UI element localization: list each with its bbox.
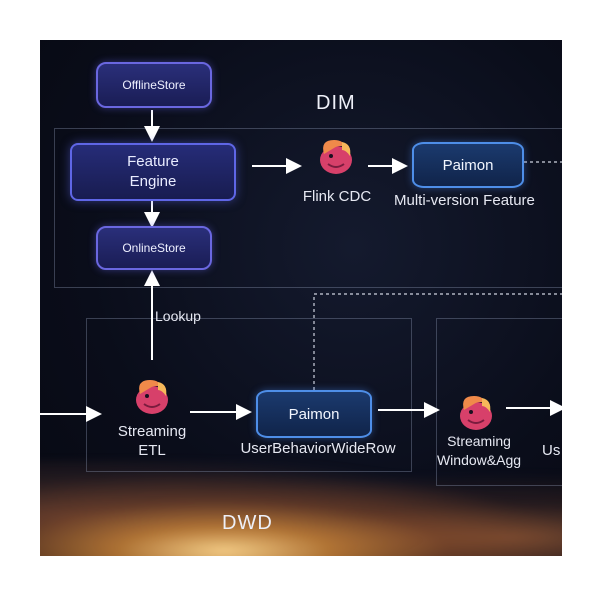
flink-squirrel-icon (136, 380, 168, 414)
feature-engine-line1: Feature (127, 153, 179, 170)
streaming-agg-label: Streaming Window&Agg (424, 432, 534, 470)
streaming-etl-label: Streaming ETL (104, 422, 200, 460)
offline-store-node: OfflineStore (96, 62, 212, 108)
dim-layer-title: DIM (316, 92, 356, 114)
flink-squirrel-icon (460, 396, 492, 430)
truncated-right-label: Us (542, 442, 561, 459)
dwd-layer-title: DWD (222, 512, 273, 534)
feature-engine-line2: Engine (129, 173, 177, 190)
background-glow (40, 460, 562, 556)
connector-layer (40, 110, 562, 422)
dwd-etl-box (86, 318, 412, 472)
lookup-label: Lookup (155, 308, 201, 324)
diagram-canvas: DIM DWD OfflineStore Feature Engine Onli… (40, 40, 562, 556)
feature-engine-node: Feature Engine (70, 143, 236, 201)
streaming-etl-line2: ETL (138, 442, 166, 459)
streaming-etl-line1: Streaming (117, 423, 187, 440)
paimon-dim-node: Paimon (412, 142, 524, 188)
dim-layer-box (54, 128, 562, 288)
paimon-dwd-caption: UserBehaviorWideRow (240, 440, 396, 457)
flink-cdc-label: Flink CDC (302, 188, 372, 205)
paimon-dim-caption: Multi-version Feature (394, 192, 535, 209)
online-store-node: OnlineStore (96, 226, 212, 270)
paimon-dwd-node: Paimon (256, 390, 372, 438)
dashed-paimon-up (313, 293, 562, 390)
flink-squirrel-icon (320, 140, 352, 174)
streaming-agg-line1: Streaming (447, 433, 511, 449)
streaming-agg-line2: Window&Agg (436, 452, 522, 468)
